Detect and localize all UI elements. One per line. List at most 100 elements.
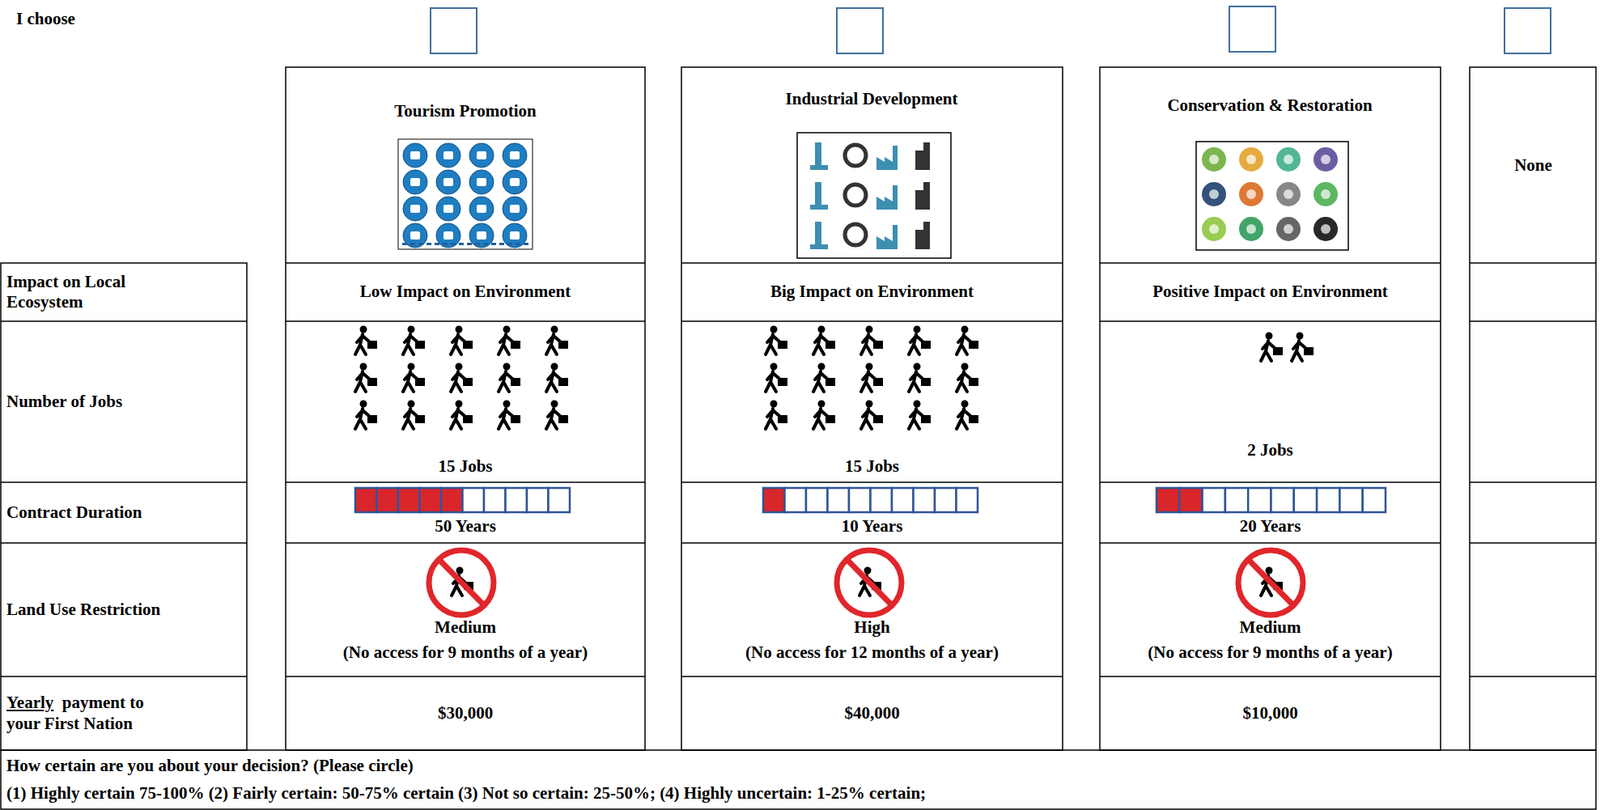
decoration: [864, 567, 872, 575]
tourism-icon: [502, 196, 527, 221]
decoration: [865, 363, 874, 371]
worker-icon: [450, 400, 473, 430]
decoration: [546, 334, 561, 355]
duration-cell: [1179, 488, 1202, 513]
decoration: [551, 400, 559, 408]
cell-text: I choose: [16, 4, 179, 34]
tourism-icon: [443, 151, 454, 160]
cell-text: Big Impact on Environment: [681, 263, 1063, 322]
decoration: [510, 377, 521, 387]
row-line: [1099, 675, 1441, 678]
row-line: [285, 542, 646, 544]
decoration: [355, 371, 370, 392]
duration-cell: [1225, 488, 1248, 513]
conservation-icon: [1246, 224, 1257, 234]
conservation-icon: [1276, 182, 1301, 207]
worker-icon: [956, 326, 979, 356]
duration-cell: [526, 488, 549, 513]
decoration: [777, 340, 788, 349]
decoration: [407, 400, 416, 408]
tourism-icon: [403, 169, 428, 195]
decoration: [765, 334, 780, 355]
decoration: [546, 371, 561, 392]
worker-icon: [813, 400, 836, 430]
industry-icon: [844, 224, 866, 246]
row-line: [681, 320, 1063, 323]
decoration: [818, 363, 826, 371]
decoration: [920, 415, 931, 424]
tourism-icon: [436, 169, 461, 195]
cell-text: $10,000: [1099, 676, 1441, 751]
conservation-icon: [1313, 147, 1338, 172]
tourism-icon: [410, 242, 416, 246]
cell-text: Medium: [285, 616, 646, 640]
decoration: [415, 415, 425, 424]
tourism-icon: [466, 242, 472, 246]
decoration: [498, 334, 513, 355]
tourism-icon: [402, 242, 408, 246]
worker-icon: [1291, 332, 1314, 362]
decoration: [407, 363, 416, 371]
industry-icon: [915, 221, 930, 250]
decoration: [462, 415, 473, 424]
duration-cell: [548, 488, 571, 513]
cell-text: 15 Jobs: [681, 453, 1063, 481]
duration-cell: [763, 488, 786, 513]
conservation-icon: [1209, 224, 1219, 234]
duration-cell: [1271, 488, 1295, 513]
tourism-icon: [491, 242, 497, 246]
industry-icon: [915, 182, 930, 210]
worker-icon: [861, 326, 883, 356]
decoration: [462, 377, 473, 387]
worker-icon: [956, 400, 979, 430]
duration-cell: [1362, 488, 1386, 513]
decoration: [428, 550, 494, 616]
tourism-icon: [523, 242, 529, 246]
row-line: [681, 542, 1063, 544]
conservation-icon: [1239, 216, 1264, 242]
duration-cell: [891, 488, 914, 513]
industry-icon: [844, 184, 866, 206]
industry-icon: [844, 144, 866, 166]
checkbox: [1229, 6, 1276, 52]
duration-cell: [806, 488, 828, 513]
decoration: [455, 400, 463, 408]
decoration: [355, 408, 370, 429]
worker-icon: [403, 400, 425, 430]
worker-icon: [546, 400, 569, 430]
duration-cell: [441, 488, 463, 513]
decoration: [558, 340, 569, 349]
worker-icon: [355, 400, 378, 430]
cell-text: 2 Jobs: [1099, 437, 1441, 465]
decoration: [355, 334, 370, 355]
tourism-icon: [443, 231, 454, 240]
decoration: [825, 377, 836, 387]
cell-text: $40,000: [681, 676, 1063, 751]
industry-icon: [876, 224, 898, 250]
worker-icon: [1260, 332, 1283, 362]
worker-icon: [498, 400, 521, 430]
duration-cell: [934, 488, 957, 513]
duration-cell: [420, 488, 442, 513]
option-column: [681, 67, 1063, 751]
decoration: [968, 377, 979, 387]
tourism-icon: [469, 196, 494, 221]
decoration: [1265, 567, 1274, 575]
decoration: [913, 326, 921, 334]
decoration: [908, 371, 923, 392]
decoration: [558, 377, 569, 387]
tourism-icon: [436, 196, 461, 221]
tourism-icon: [410, 151, 421, 160]
decoration: [813, 408, 828, 429]
decoration: [818, 400, 826, 408]
decoration: [961, 363, 969, 371]
no-access-sign: [428, 550, 494, 616]
row-header-text: Yearly payment to your First Nation: [6, 692, 181, 734]
decoration: [968, 340, 979, 349]
conservation-icon: [1209, 154, 1219, 165]
row-line: [0, 675, 247, 678]
decoration: [403, 408, 417, 429]
decoration: [1291, 340, 1306, 361]
duration-cell: [848, 488, 871, 513]
no-access-sign: [1238, 550, 1303, 616]
